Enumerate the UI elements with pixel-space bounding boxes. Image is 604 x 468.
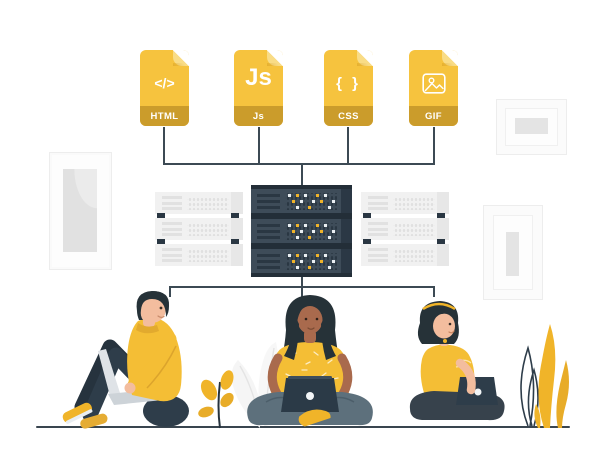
file-icon-gif: GIF — [409, 50, 458, 126]
folded-corner-icon — [173, 50, 189, 66]
head — [136, 291, 170, 334]
server-unit — [155, 218, 243, 240]
server-unit — [251, 189, 341, 213]
arm — [455, 358, 476, 395]
led-lights — [288, 224, 291, 227]
ground-line — [36, 426, 570, 428]
led-grid — [187, 196, 229, 210]
server-unit — [155, 192, 243, 214]
led-grid — [393, 222, 435, 236]
shoe — [298, 409, 331, 427]
file-type-label: Js — [234, 106, 283, 126]
rack-cap — [251, 185, 352, 189]
head — [417, 301, 459, 346]
rack-side-panel — [340, 187, 352, 275]
js-glyph: Js — [245, 64, 272, 91]
server-unit — [251, 219, 341, 243]
yellow-plant — [520, 324, 569, 428]
frame-artwork — [515, 118, 548, 134]
led-grid — [285, 223, 337, 240]
vent-bars — [368, 196, 388, 213]
frame-artwork — [63, 169, 97, 252]
led-grid — [393, 248, 435, 262]
rack-joint — [437, 239, 445, 244]
braces-icon: { } — [336, 74, 361, 92]
server-rack-right — [361, 192, 449, 266]
server-unit — [251, 249, 341, 273]
led-grid — [393, 196, 435, 210]
frame-artwork — [506, 232, 519, 276]
rack-joint — [157, 239, 165, 244]
server-rack-center — [251, 185, 352, 277]
folded-corner-icon — [357, 50, 373, 66]
image-icon — [409, 64, 458, 102]
vent-bars — [368, 222, 388, 239]
rack-joint — [231, 239, 239, 244]
person-right-developer — [409, 301, 505, 421]
led-grid — [187, 222, 229, 236]
rack-joint — [157, 213, 165, 218]
vent-bars — [162, 196, 182, 213]
laptop-icon — [456, 377, 498, 405]
rack-joint — [437, 213, 445, 218]
hand — [124, 382, 136, 394]
server-rack-left — [155, 192, 243, 266]
sprout-plant — [198, 370, 234, 429]
vent-bars — [257, 254, 280, 272]
rack-joint — [363, 239, 371, 244]
rack-cap — [251, 273, 352, 277]
torso-sweater — [127, 317, 182, 402]
person-left-developer — [62, 291, 189, 429]
head — [284, 298, 336, 360]
file-type-label: HTML — [140, 106, 189, 126]
person-center-developer — [247, 295, 373, 427]
file-icon-js: Js Js — [234, 50, 283, 126]
led-grid — [285, 253, 337, 270]
rack-cap — [251, 213, 352, 219]
led-lights — [288, 254, 291, 257]
wall-frame-left — [49, 152, 112, 270]
server-unit — [361, 218, 449, 240]
file-icon-html: </> HTML — [140, 50, 189, 126]
led-grid — [285, 193, 337, 210]
vent-bars — [257, 194, 280, 212]
file-to-server-links — [163, 127, 435, 297]
vent-bars — [162, 248, 182, 265]
server-unit — [155, 244, 243, 266]
wall-frame-right-top — [496, 99, 567, 155]
vent-bars — [162, 222, 182, 239]
folded-corner-icon — [442, 50, 458, 66]
vent-bars — [257, 224, 280, 242]
folded-corner-icon — [267, 50, 283, 66]
server-unit — [361, 192, 449, 214]
rack-joint — [231, 213, 239, 218]
file-type-label: CSS — [324, 106, 373, 126]
server-unit — [361, 244, 449, 266]
rack-joint — [363, 213, 371, 218]
led-lights — [288, 194, 291, 197]
wall-frame-right-bottom — [483, 205, 543, 300]
code-tag-icon: </> — [154, 75, 175, 91]
shoes — [62, 402, 108, 429]
file-icon-css: { } CSS — [324, 50, 373, 126]
file-type-label: GIF — [409, 106, 458, 126]
rack-cap — [251, 243, 352, 249]
vent-bars — [368, 248, 388, 265]
laptop-icon — [281, 376, 339, 412]
led-grid — [187, 248, 229, 262]
